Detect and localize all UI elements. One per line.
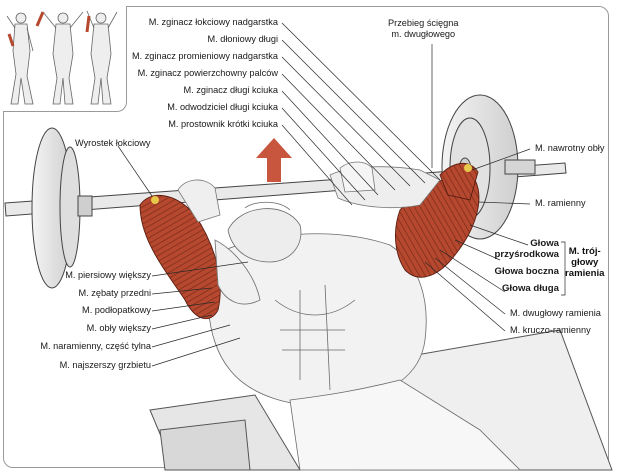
- label-flexor-pollicis-longus: M. zginacz długi kciuka: [183, 85, 278, 95]
- label-flexor-carpi-ulnaris: M. zginacz łokciowy nadgarstka: [148, 17, 278, 27]
- label-posterior-deltoid: M. naramienny, część tylna: [40, 341, 151, 351]
- figure-1: [6, 12, 34, 105]
- figure-2: [42, 11, 84, 105]
- reference-figures: [6, 10, 118, 105]
- label-flexor-digitorum-superficialis: M. zginacz powierzchowny palców: [137, 68, 278, 78]
- label-lateral-head: Głowa boczna: [494, 266, 559, 277]
- label-subscapularis: M. podłopatkowy: [82, 305, 151, 315]
- label-olecranon: Wyrostek łokciowy: [75, 138, 151, 148]
- label-biceps-tendon: Przebieg ścięgna m. dwugłowego: [388, 18, 459, 39]
- label-long-head: Głowa długa: [501, 283, 559, 294]
- label-latissimus-dorsi: M. najszerszy grzbietu: [59, 360, 151, 370]
- label-coracobrachialis: M. kruczo-ramienny: [510, 325, 591, 335]
- left-arm: [139, 194, 261, 320]
- up-arrow-icon: [256, 138, 292, 182]
- label-abductor-pollicis-longus: M. odwodziciel długi kciuka: [167, 102, 278, 112]
- label-pronator-teres: M. nawrotny obły: [535, 143, 605, 153]
- figure-3: [86, 10, 118, 105]
- label-triceps-brachii: M. trój- głowy ramienia: [565, 246, 605, 279]
- left-hand: [177, 179, 221, 223]
- leader-lines: [117, 22, 566, 367]
- label-flexor-carpi-radialis: M. zginacz promieniowy nadgarstka: [131, 51, 278, 61]
- reference-figures-panel: [3, 6, 127, 112]
- right-forearm: [329, 161, 441, 208]
- label-biceps-brachii: M. dwugłowy ramienia: [510, 308, 601, 318]
- label-brachialis: M. ramienny: [535, 198, 586, 208]
- label-serratus-anterior: M. zębaty przedni: [78, 288, 151, 298]
- torso: [208, 233, 521, 471]
- label-palmaris-longus: M. dłoniowy długi: [207, 34, 278, 44]
- label-teres-major: M. obły większy: [86, 323, 151, 333]
- label-extensor-pollicis-brevis: M. prostownik krótki kciuka: [168, 119, 278, 129]
- label-medial-head: Głowa przyśrodkowa: [494, 238, 559, 260]
- head: [227, 201, 302, 263]
- label-pectoralis-major: M. piersiowy większy: [65, 270, 151, 280]
